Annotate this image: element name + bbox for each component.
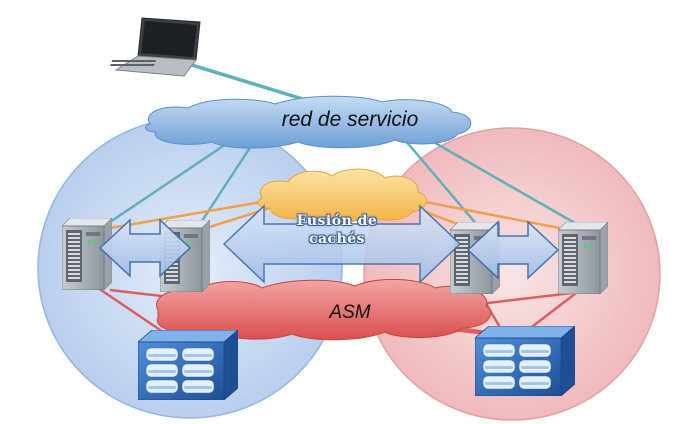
double-arrow-icon — [466, 220, 560, 280]
cache-fusion-label-line1: Fusión de — [296, 213, 378, 229]
service-network-cloud — [144, 95, 472, 149]
laptop-icon — [109, 17, 201, 77]
double-arrow-icon — [98, 218, 192, 278]
storage-array-icon — [475, 326, 575, 396]
storage-array-icon — [138, 330, 238, 400]
server-icon — [62, 218, 112, 290]
service-network-label: red de servicio — [281, 108, 419, 131]
server-icon — [558, 222, 608, 294]
interconnect-cloud — [257, 168, 427, 223]
asm-label: ASM — [329, 302, 371, 323]
cache-fusion-label: Fusión de cachés — [262, 212, 412, 248]
site-right-ellipse — [363, 127, 661, 421]
asm-cloud — [156, 279, 492, 341]
double-arrow-icon — [222, 204, 462, 284]
cache-fusion-label-line2: cachés — [308, 231, 366, 247]
